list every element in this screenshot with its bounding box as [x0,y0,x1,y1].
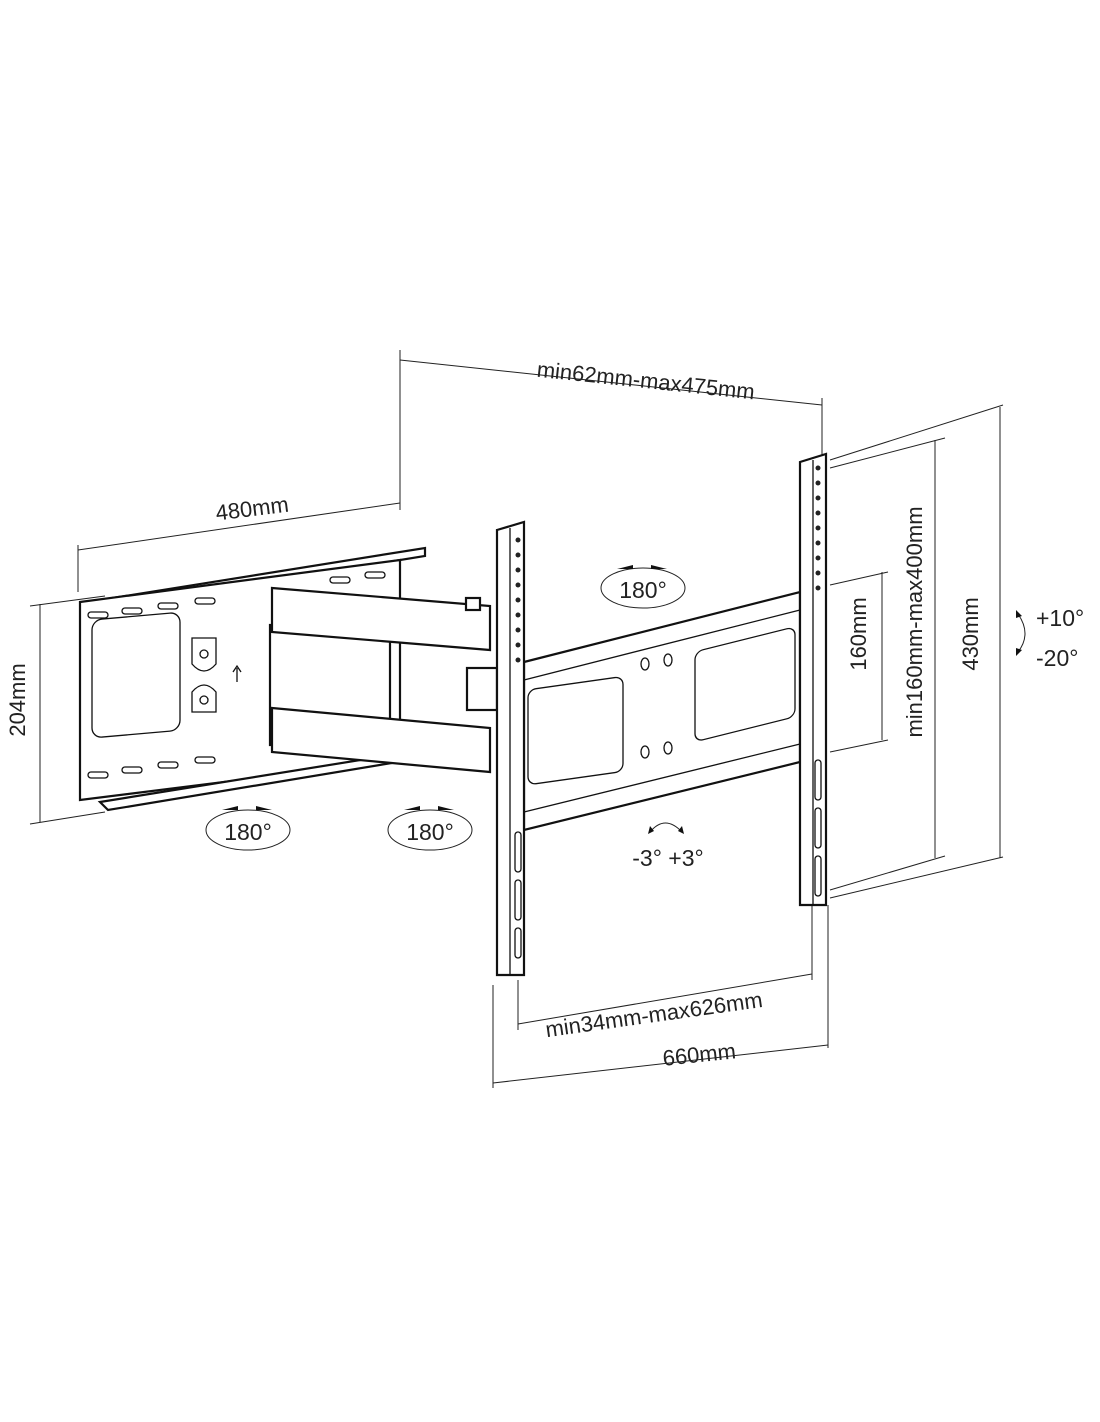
dimension-tv-bar-width: 660mm [492,905,829,1088]
tilt-down-label: -20° [1036,645,1078,671]
tilt-arrow-icon [1017,613,1026,653]
level-adjust-label: -3° +3° [632,845,703,871]
slot-row-top [87,571,386,619]
wall-plate-height-label: 204mm [5,663,30,736]
tilt-indicator: +10° -20° [1016,605,1084,671]
rotate-arrows-icon [404,806,454,810]
level-adjust-indicator: -3° +3° [632,822,704,871]
vertical-hole-range-label: min160mm-max400mm [902,506,927,737]
dimension-rail-length: 430mm [829,404,1004,899]
arm-swivel-label: 180° [406,819,454,845]
tv-bar-width-label: 660mm [661,1038,737,1071]
tv-swivel-label: 180° [619,577,667,603]
tv-bracket-bar [522,590,802,832]
tv-rail-right [798,452,828,907]
arm-extension-label: min62mm-max475mm [536,357,756,405]
dimension-horizontal-hole-range: min34mm-max626mm [517,905,813,1042]
wall-swivel-indicator: 180° [205,806,291,851]
rotate-arrows-icon [222,806,272,810]
wall-swivel-label: 180° [224,819,272,845]
curved-arrow-icon [649,822,683,833]
arm-swivel-indicator: 180° [387,806,473,851]
slot-row-bottom [87,756,216,779]
dimension-vesa-height: 160mm [829,571,889,753]
vesa-height-label: 160mm [846,597,871,670]
horizontal-hole-range-label: min34mm-max626mm [544,987,764,1042]
tilt-up-label: +10° [1036,605,1084,631]
tv-rail-left [495,520,526,977]
dimension-arm-extension: min62mm-max475mm [399,350,823,510]
rail-length-label: 430mm [958,597,983,670]
dimension-vertical-hole-range: min160mm-max400mm [829,437,946,891]
dimension-wall-plate-height: 204mm [5,595,106,825]
swing-arms [268,586,499,774]
tv-swivel-indicator: 180° [600,565,686,609]
rotate-arrows-icon [617,565,667,569]
